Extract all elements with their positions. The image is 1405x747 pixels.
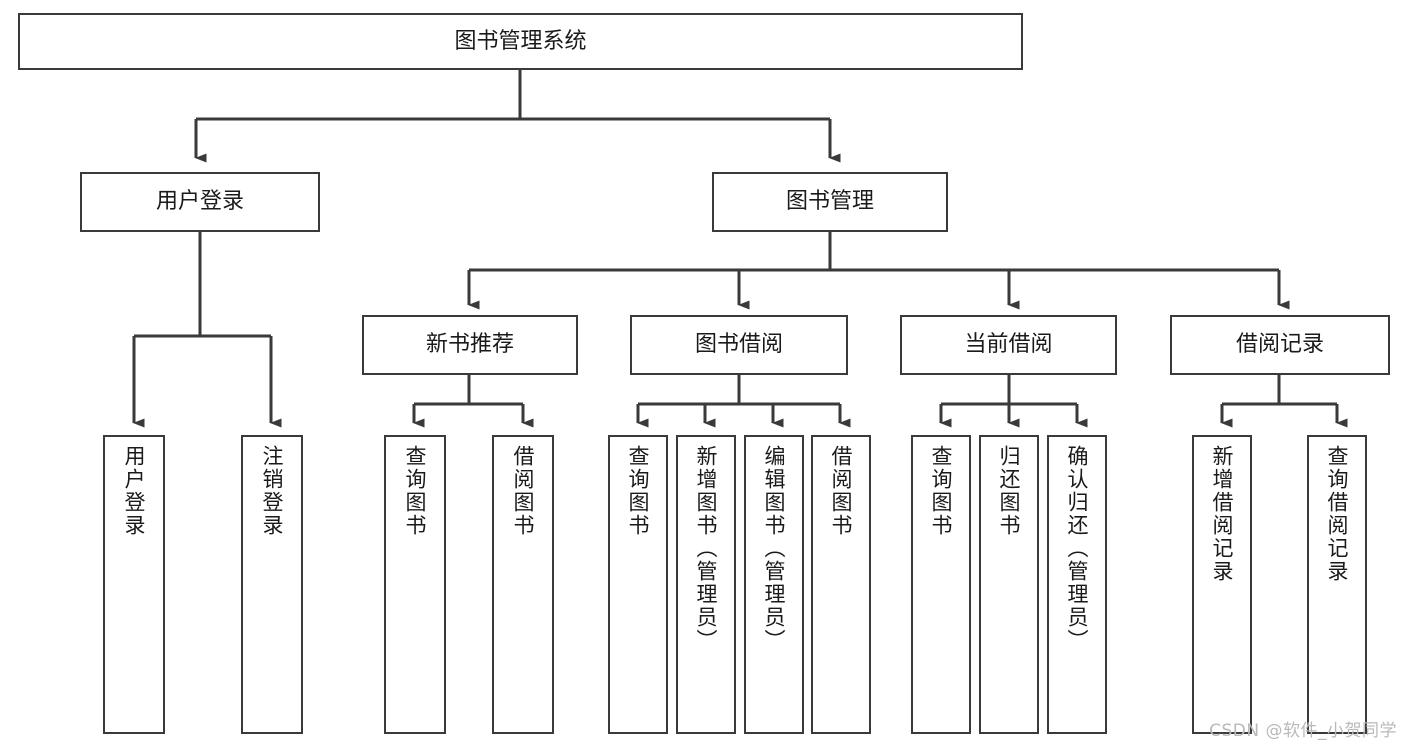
node-label-leaf-add-record: 新增借阅记录 bbox=[1210, 445, 1235, 583]
node-new-book-recommend[interactable]: 新书推荐 bbox=[362, 315, 578, 375]
node-label-leaf-query-record: 查询借阅记录 bbox=[1325, 445, 1350, 583]
node-label-leaf-query-book-2: 查询图书 bbox=[626, 445, 651, 537]
node-leaf-query-record[interactable]: 查询借阅记录 bbox=[1307, 435, 1367, 734]
node-leaf-query-book-3[interactable]: 查询图书 bbox=[911, 435, 971, 734]
node-leaf-logout-login[interactable]: 注销登录 bbox=[241, 435, 303, 734]
node-label-new-book-recommend: 新书推荐 bbox=[425, 332, 514, 358]
node-label-leaf-edit-book: 编辑图书（管理员） bbox=[762, 445, 787, 652]
node-label-leaf-query-book-3: 查询图书 bbox=[929, 445, 954, 537]
node-book-management[interactable]: 图书管理 bbox=[712, 172, 948, 232]
node-label-root-system: 图书管理系统 bbox=[454, 28, 587, 54]
node-leaf-confirm-return[interactable]: 确认归还（管理员） bbox=[1047, 435, 1107, 734]
node-leaf-add-record[interactable]: 新增借阅记录 bbox=[1192, 435, 1252, 734]
node-label-leaf-logout-login: 注销登录 bbox=[260, 445, 285, 537]
node-label-book-management: 图书管理 bbox=[785, 189, 874, 215]
node-leaf-query-book-2[interactable]: 查询图书 bbox=[608, 435, 668, 734]
node-borrow-record[interactable]: 借阅记录 bbox=[1170, 315, 1390, 375]
node-label-book-borrow: 图书借阅 bbox=[694, 332, 783, 358]
node-user-login[interactable]: 用户登录 bbox=[80, 172, 320, 232]
node-label-leaf-query-book-1: 查询图书 bbox=[403, 445, 428, 537]
node-leaf-edit-book[interactable]: 编辑图书（管理员） bbox=[744, 435, 804, 734]
node-leaf-borrow-book-1[interactable]: 借阅图书 bbox=[492, 435, 554, 734]
node-label-leaf-confirm-return: 确认归还（管理员） bbox=[1065, 445, 1090, 652]
node-leaf-query-book-1[interactable]: 查询图书 bbox=[384, 435, 446, 734]
node-leaf-add-book[interactable]: 新增图书（管理员） bbox=[676, 435, 736, 734]
node-current-borrow[interactable]: 当前借阅 bbox=[900, 315, 1117, 375]
node-leaf-user-login[interactable]: 用户登录 bbox=[103, 435, 165, 734]
node-label-current-borrow: 当前借阅 bbox=[964, 332, 1053, 358]
node-label-leaf-return-book: 归还图书 bbox=[997, 445, 1022, 537]
node-label-leaf-user-login: 用户登录 bbox=[122, 445, 147, 537]
node-book-borrow[interactable]: 图书借阅 bbox=[630, 315, 848, 375]
node-label-leaf-borrow-book-1: 借阅图书 bbox=[511, 445, 536, 537]
node-label-leaf-borrow-book-2: 借阅图书 bbox=[829, 445, 854, 537]
node-leaf-return-book[interactable]: 归还图书 bbox=[979, 435, 1039, 734]
node-label-borrow-record: 借阅记录 bbox=[1235, 332, 1324, 358]
node-label-user-login: 用户登录 bbox=[155, 189, 244, 215]
node-root-system[interactable]: 图书管理系统 bbox=[18, 13, 1023, 70]
node-leaf-borrow-book-2[interactable]: 借阅图书 bbox=[811, 435, 871, 734]
node-label-leaf-add-book: 新增图书（管理员） bbox=[694, 445, 719, 652]
